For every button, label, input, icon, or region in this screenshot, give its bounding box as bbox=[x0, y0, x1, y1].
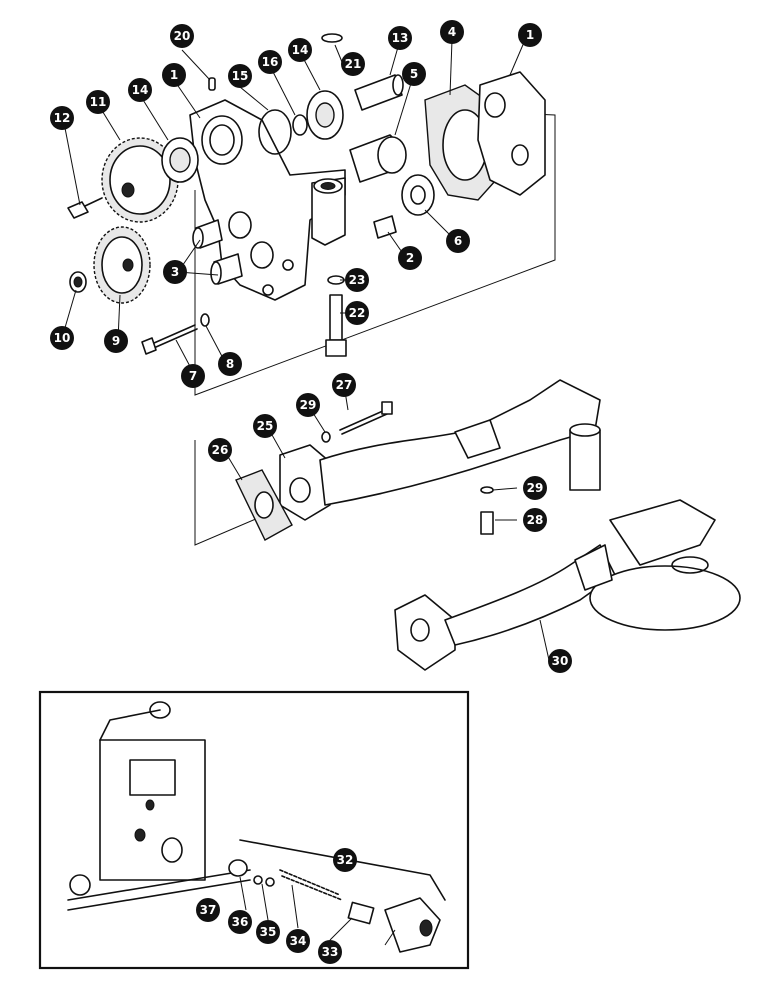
snap-ring bbox=[258, 109, 292, 155]
pump-shaft bbox=[354, 74, 404, 111]
callout-20: 20 bbox=[170, 24, 194, 48]
callout-29-upper: 29 bbox=[296, 393, 320, 417]
svg-text:36: 36 bbox=[232, 915, 249, 929]
callout-15: 15 bbox=[228, 64, 252, 88]
callout-1-cover: 1 bbox=[518, 23, 542, 47]
callout-16: 16 bbox=[258, 50, 282, 74]
svg-text:29: 29 bbox=[300, 398, 317, 412]
callout-1-housing: 1 bbox=[162, 63, 186, 87]
callout-34: 34 bbox=[286, 929, 310, 953]
svg-text:11: 11 bbox=[90, 95, 107, 109]
idler-bearing bbox=[161, 137, 199, 183]
shim-washer bbox=[292, 114, 308, 136]
vertical-bolt bbox=[325, 275, 347, 357]
svg-text:28: 28 bbox=[527, 513, 544, 527]
callout-10: 10 bbox=[50, 326, 74, 350]
callout-26: 26 bbox=[208, 438, 232, 462]
callout-9: 9 bbox=[104, 329, 128, 353]
callout-5: 5 bbox=[402, 62, 426, 86]
svg-text:7: 7 bbox=[189, 369, 197, 383]
callout-35: 35 bbox=[256, 920, 280, 944]
svg-text:21: 21 bbox=[345, 57, 362, 71]
svg-text:37: 37 bbox=[200, 903, 217, 917]
svg-text:26: 26 bbox=[212, 443, 229, 457]
leader-lines bbox=[61, 39, 550, 946]
svg-text:15: 15 bbox=[232, 69, 249, 83]
oil-strainer bbox=[394, 499, 741, 671]
callout-6: 6 bbox=[446, 229, 470, 253]
bushings bbox=[192, 219, 243, 285]
svg-text:32: 32 bbox=[337, 853, 354, 867]
svg-text:29: 29 bbox=[527, 481, 544, 495]
svg-text:14: 14 bbox=[132, 83, 149, 97]
svg-text:1: 1 bbox=[170, 68, 178, 82]
callout-27: 27 bbox=[332, 373, 356, 397]
callout-12: 12 bbox=[50, 106, 74, 130]
svg-text:9: 9 bbox=[112, 334, 120, 348]
svg-text:4: 4 bbox=[448, 25, 456, 39]
svg-text:25: 25 bbox=[257, 419, 274, 433]
callout-21: 21 bbox=[341, 52, 365, 76]
svg-text:12: 12 bbox=[54, 111, 71, 125]
svg-text:3: 3 bbox=[171, 265, 179, 279]
dowel-pin bbox=[208, 77, 216, 91]
driven-rotor bbox=[401, 174, 435, 216]
callout-25: 25 bbox=[253, 414, 277, 438]
svg-text:6: 6 bbox=[454, 234, 462, 248]
pump-housing bbox=[189, 99, 346, 301]
svg-text:14: 14 bbox=[292, 43, 309, 57]
ball-bearing bbox=[306, 90, 344, 140]
callout-14-idler-bearing: 14 bbox=[128, 78, 152, 102]
drive-gear bbox=[93, 226, 151, 304]
callout-11: 11 bbox=[86, 90, 110, 114]
gear-bolt bbox=[67, 197, 103, 219]
tube-gasket bbox=[235, 469, 293, 541]
svg-text:30: 30 bbox=[552, 654, 569, 668]
bracket-screw bbox=[480, 486, 494, 535]
gear-nut bbox=[69, 271, 87, 293]
callout-22: 22 bbox=[345, 301, 369, 325]
svg-text:20: 20 bbox=[174, 29, 191, 43]
svg-text:33: 33 bbox=[322, 945, 339, 959]
svg-text:16: 16 bbox=[262, 55, 279, 69]
callout-32: 32 bbox=[333, 848, 357, 872]
long-bolt bbox=[141, 313, 210, 355]
svg-text:10: 10 bbox=[54, 331, 71, 345]
callout-3: 3 bbox=[163, 260, 187, 284]
suction-tube bbox=[279, 379, 601, 521]
callout-14-ball-bearing: 14 bbox=[288, 38, 312, 62]
callout-13: 13 bbox=[388, 26, 412, 50]
flange-bolt bbox=[321, 401, 393, 443]
svg-text:1: 1 bbox=[526, 28, 534, 42]
callout-7: 7 bbox=[181, 364, 205, 388]
callout-36: 36 bbox=[228, 910, 252, 934]
svg-text:22: 22 bbox=[349, 306, 366, 320]
callout-8: 8 bbox=[218, 352, 242, 376]
callout-23: 23 bbox=[345, 268, 369, 292]
short-dowel bbox=[373, 215, 397, 239]
svg-text:8: 8 bbox=[226, 357, 234, 371]
svg-text:5: 5 bbox=[410, 67, 418, 81]
callout-29-lower: 29 bbox=[523, 476, 547, 500]
svg-text:2: 2 bbox=[406, 251, 414, 265]
callout-37: 37 bbox=[196, 898, 220, 922]
callout-33: 33 bbox=[318, 940, 342, 964]
relief-valve-parts bbox=[228, 859, 441, 953]
callout-30: 30 bbox=[548, 649, 572, 673]
idler-gear bbox=[101, 137, 179, 223]
svg-text:35: 35 bbox=[260, 925, 277, 939]
callout-4: 4 bbox=[440, 20, 464, 44]
svg-text:23: 23 bbox=[349, 273, 366, 287]
callout-2: 2 bbox=[398, 246, 422, 270]
callout-28: 28 bbox=[523, 508, 547, 532]
svg-text:13: 13 bbox=[392, 31, 409, 45]
o-ring bbox=[321, 33, 343, 43]
svg-text:34: 34 bbox=[290, 934, 307, 948]
svg-text:27: 27 bbox=[336, 378, 353, 392]
pump-cover bbox=[477, 71, 546, 196]
drive-rotor bbox=[349, 134, 407, 183]
